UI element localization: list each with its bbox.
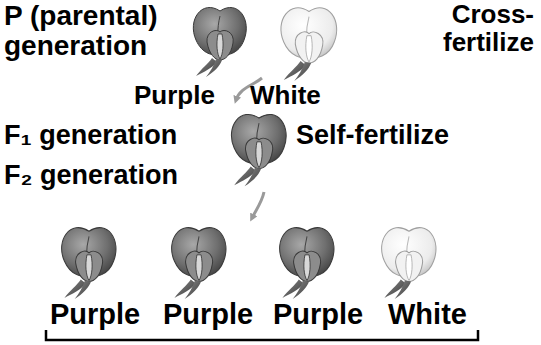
phenotype-label: Purple <box>134 82 234 110</box>
process-label: Cross-fertilize <box>400 1 534 57</box>
generation-label: F₁ generation <box>4 121 214 150</box>
generation-label: P (parental) generation <box>4 1 240 61</box>
purple-flower <box>193 7 246 77</box>
white-flower <box>281 8 337 81</box>
f2-purple-flower <box>62 228 116 299</box>
phenotype-label: Purple <box>163 299 273 330</box>
process-label: Self-fertilize <box>296 121 496 150</box>
group-bracket <box>46 330 478 340</box>
phenotype-label: Purple <box>50 299 160 330</box>
self-arrow <box>252 192 264 218</box>
generation-label: F₂ generation <box>4 161 214 190</box>
f2-purple-flower <box>172 228 226 299</box>
f1-flower <box>231 114 286 186</box>
phenotype-label: Purple <box>273 299 383 330</box>
f2-white-flower <box>382 228 436 299</box>
phenotype-label: White <box>388 299 498 330</box>
f2-purple-flower <box>280 228 334 299</box>
phenotype-label: White <box>250 82 350 110</box>
